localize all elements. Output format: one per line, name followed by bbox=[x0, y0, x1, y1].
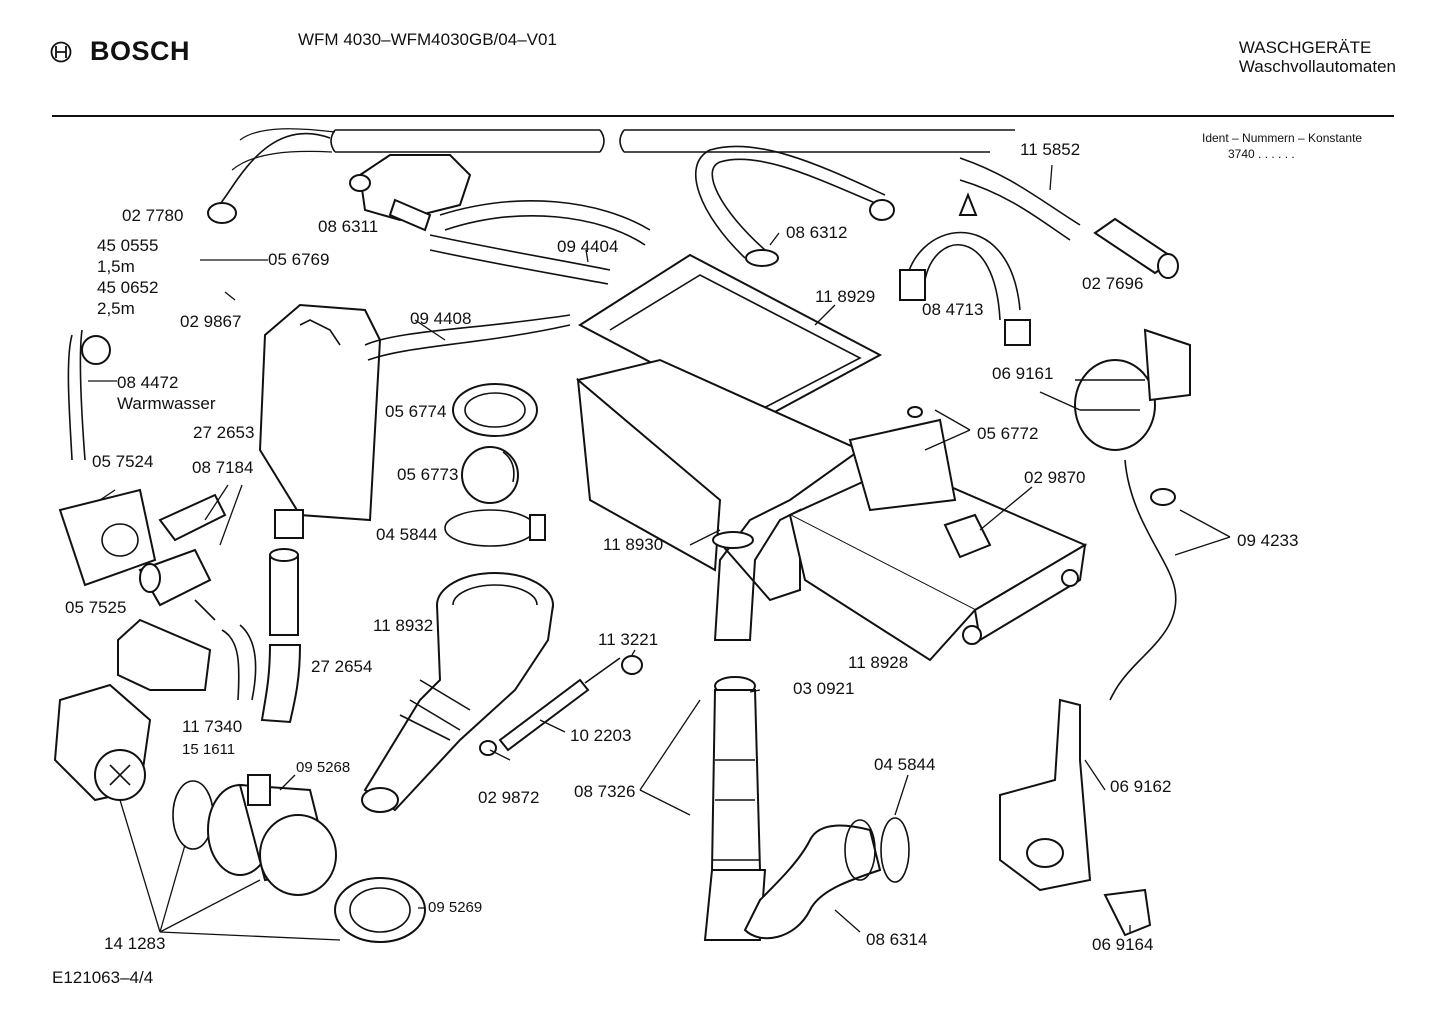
inlet-valve-left bbox=[138, 493, 227, 621]
hose-end-connector bbox=[1093, 217, 1179, 279]
document-id: E121063–4/4 bbox=[52, 968, 154, 987]
part-label-113221: 11 3221 bbox=[598, 630, 659, 649]
part-label-084713: 08 4713 bbox=[922, 300, 984, 319]
part-label-084472: 08 4472 bbox=[117, 373, 179, 392]
header-rule bbox=[52, 115, 1394, 117]
pump-housing bbox=[207, 774, 337, 896]
control-knob bbox=[1103, 888, 1152, 937]
part-label-030921: 03 0921 bbox=[793, 679, 855, 698]
drain-pipe bbox=[703, 676, 767, 941]
ident-code: 3740 . . . . . . bbox=[1228, 147, 1295, 161]
drain-pump bbox=[53, 683, 152, 802]
part-label-027696: 02 7696 bbox=[1082, 274, 1144, 293]
part-label-086314: 08 6314 bbox=[866, 930, 928, 949]
drain-hose-clamp bbox=[880, 817, 910, 883]
part-label-056773: 05 6773 bbox=[397, 465, 459, 484]
part-label-069162: 06 9162 bbox=[1110, 777, 1172, 796]
warm-water-hose bbox=[67, 329, 111, 461]
part-label-102203: 10 2203 bbox=[570, 726, 632, 745]
part-label-086311: 08 6311 bbox=[318, 217, 379, 236]
part-label-087326: 08 7326 bbox=[574, 782, 636, 801]
part-label-115852: 11 5852 bbox=[1020, 140, 1081, 159]
pump-cover bbox=[117, 618, 212, 691]
float-ball bbox=[461, 446, 519, 504]
bosch-logo-icon bbox=[50, 41, 72, 62]
part-label-069164: 06 9164 bbox=[1092, 935, 1154, 954]
part-label-056772: 05 6772 bbox=[977, 424, 1039, 443]
part-label-094408: 09 4408 bbox=[410, 309, 472, 328]
part-label-086312: 08 6312 bbox=[786, 223, 848, 242]
hose-pair bbox=[429, 200, 651, 285]
part-label-272654: 27 2654 bbox=[311, 657, 373, 676]
level-switch-bracket bbox=[999, 698, 1092, 892]
inlet-hose-long bbox=[231, 128, 1015, 171]
part-label-095269: 09 5269 bbox=[428, 899, 483, 916]
pressure-switch bbox=[1074, 328, 1191, 451]
part-label-095268: 09 5268 bbox=[296, 759, 351, 776]
corrugated-hose-right bbox=[959, 157, 1081, 241]
part-label-141283: 14 1283 bbox=[104, 934, 166, 953]
part-label-450652: 45 0652 bbox=[97, 278, 159, 297]
leader-lines bbox=[88, 164, 1231, 941]
part-label-450555: 45 0555 bbox=[97, 236, 159, 255]
part-label-045844-top: 04 5844 bbox=[376, 525, 438, 544]
part-label-029867: 02 9867 bbox=[180, 312, 242, 331]
mounting-bracket bbox=[58, 488, 157, 587]
part-label-045844-bottom: 04 5844 bbox=[874, 755, 936, 774]
part-label-094233: 09 4233 bbox=[1237, 531, 1299, 550]
part-label-056774: 05 6774 bbox=[385, 402, 447, 421]
part-label-029870: 02 9870 bbox=[1024, 468, 1086, 487]
brand-name: BOSCH bbox=[90, 36, 191, 66]
hose-clamp bbox=[899, 192, 1031, 346]
part-label-151611: 15 1611 bbox=[182, 741, 236, 758]
model-number: WFM 4030–WFM4030GB/04–V01 bbox=[298, 30, 557, 49]
part-label-warmwasser: Warmwasser bbox=[117, 394, 216, 413]
part-label-029872: 02 9872 bbox=[478, 788, 540, 807]
seal-ring-top bbox=[452, 383, 538, 437]
pressure-hose bbox=[1109, 459, 1177, 701]
part-label-length-25: 2,5m bbox=[97, 299, 135, 318]
part-label-027780: 02 7780 bbox=[122, 206, 184, 225]
brand-block: BOSCH bbox=[50, 36, 190, 67]
bent-hose-top bbox=[694, 145, 895, 267]
pump-o-ring bbox=[172, 780, 214, 850]
detergent-drawer bbox=[787, 418, 1088, 662]
small-plug bbox=[907, 406, 923, 418]
part-label-118929: 11 8929 bbox=[815, 287, 876, 306]
part-label-056769: 05 6769 bbox=[268, 250, 330, 269]
elbow-hose bbox=[221, 624, 257, 701]
connecting-hose-pair bbox=[260, 548, 302, 724]
sump-hose bbox=[361, 572, 554, 813]
water-container bbox=[258, 303, 571, 539]
part-label-069161: 06 9161 bbox=[992, 364, 1054, 383]
solenoid-valve-top bbox=[349, 154, 472, 232]
o-ring-clamp bbox=[444, 509, 546, 547]
part-label-094404: 09 4404 bbox=[557, 237, 619, 256]
ident-constants: Ident – Nummern – Konstante 3740 . . . .… bbox=[1202, 130, 1362, 162]
part-label-272653: 27 2653 bbox=[193, 423, 255, 442]
category-line2: Waschvollautomaten bbox=[1238, 57, 1396, 76]
part-label-118932: 11 8932 bbox=[373, 616, 434, 635]
ident-title: Ident – Nummern – Konstante bbox=[1202, 131, 1363, 145]
part-label-057525: 05 7525 bbox=[65, 598, 127, 617]
part-label-118928: 11 8928 bbox=[848, 653, 909, 672]
drawer-housing bbox=[576, 358, 862, 641]
category: WASCHGERÄTE Waschvollautomaten bbox=[1239, 38, 1396, 76]
corrugated-hose-left bbox=[207, 132, 331, 224]
category-line1: WASCHGERÄTE bbox=[1238, 38, 1372, 57]
corrugated-drain-hose bbox=[743, 819, 882, 940]
part-label-length-15: 1,5m bbox=[97, 257, 135, 276]
part-label-117340: 11 7340 bbox=[182, 717, 243, 736]
part-label-118930: 11 8930 bbox=[603, 535, 664, 554]
lint-filter bbox=[334, 877, 426, 943]
part-label-087184: 08 7184 bbox=[192, 458, 254, 477]
part-label-057524: 05 7524 bbox=[92, 452, 154, 471]
